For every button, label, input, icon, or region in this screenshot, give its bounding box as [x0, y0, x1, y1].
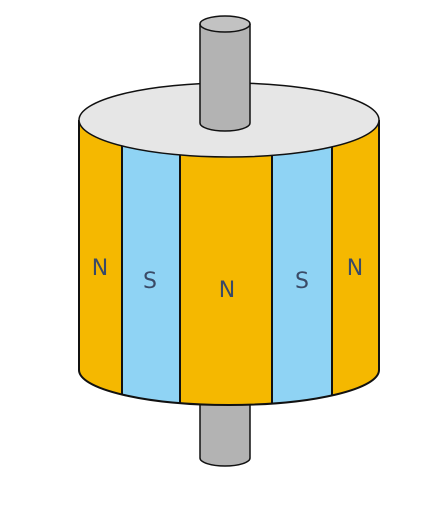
- pole-label-n-right: N: [347, 256, 363, 281]
- bottom-shaft: [199, 394, 251, 467]
- segment-s-left: [122, 120, 180, 405]
- segment-n-center: [180, 120, 272, 405]
- pole-label-n-center: N: [219, 278, 235, 303]
- pole-label-s-right: S: [295, 269, 309, 294]
- pole-label-s-left: S: [143, 269, 157, 294]
- body-outline: [78, 120, 380, 406]
- segment-n-right: [332, 120, 379, 405]
- segment-n-left: [79, 120, 122, 405]
- top-shaft-cap: [199, 15, 251, 33]
- pole-label-n-left: N: [92, 256, 108, 281]
- cylinder-body: [79, 120, 379, 405]
- top-shaft: [199, 15, 251, 132]
- segment-s-right: [272, 120, 332, 405]
